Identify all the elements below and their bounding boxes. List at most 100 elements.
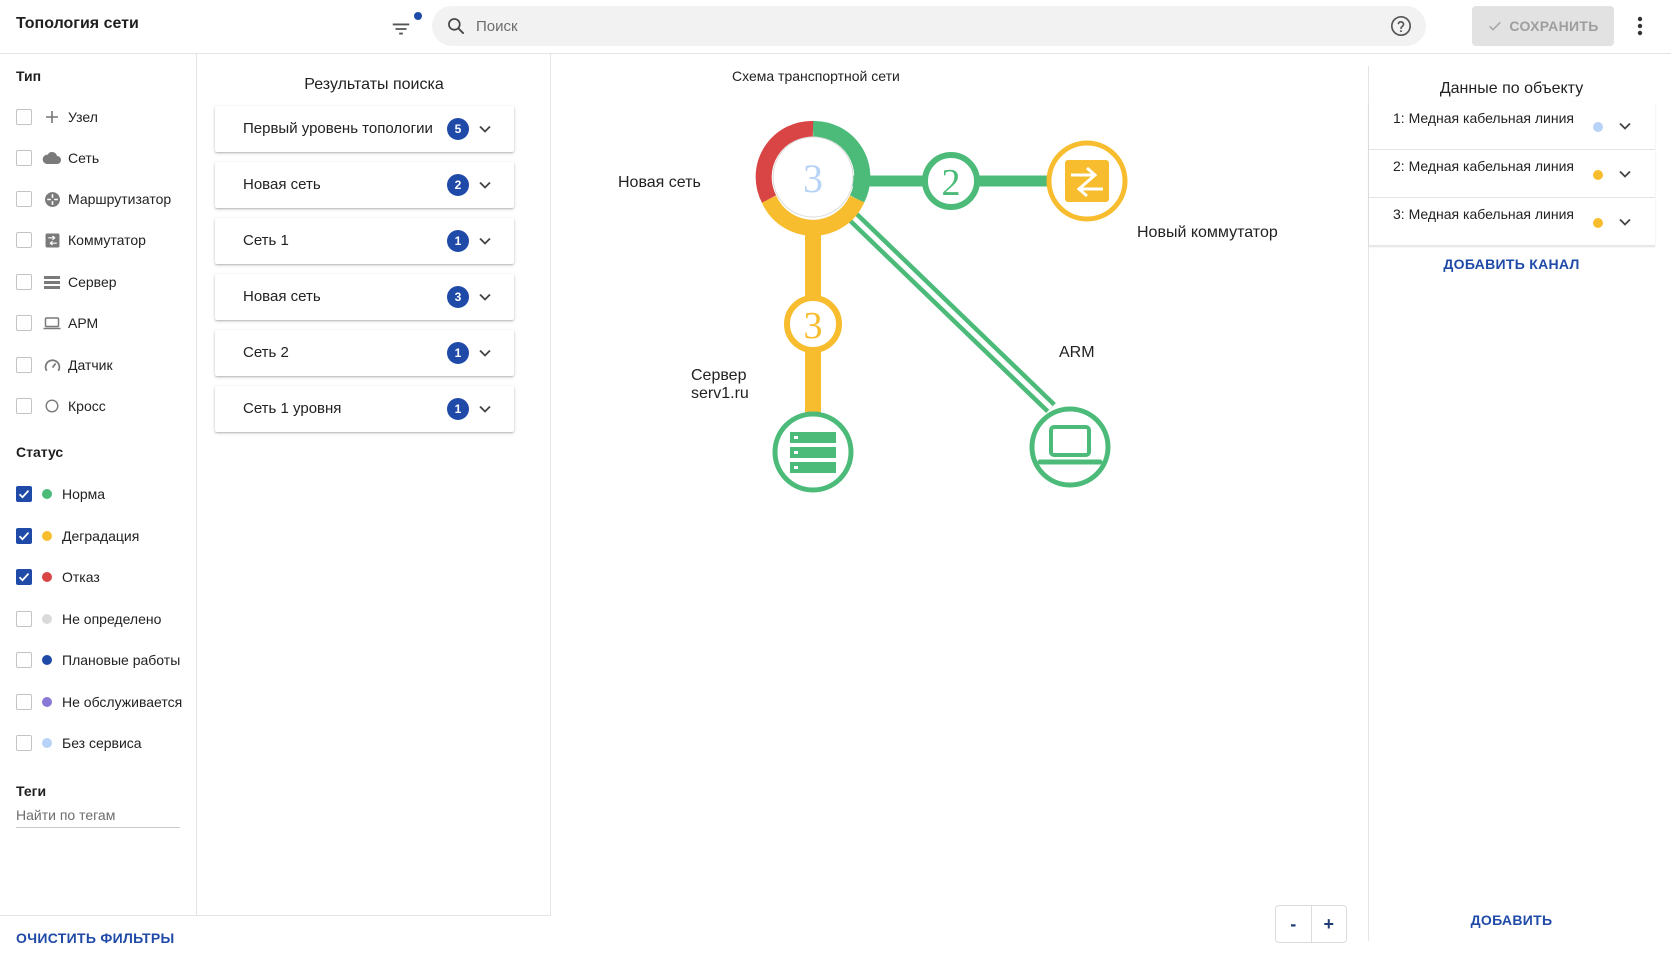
result-item[interactable]: Новая сеть 2 — [215, 162, 514, 208]
chevron-down-icon[interactable] — [477, 121, 493, 137]
type-section-title: Тип — [16, 68, 42, 84]
checkbox[interactable] — [16, 735, 32, 751]
cloud-icon — [42, 149, 62, 167]
checkbox[interactable] — [16, 398, 32, 414]
checkbox[interactable] — [16, 274, 32, 290]
network-hub-node[interactable]: 3 — [755, 121, 871, 236]
more-vert-icon[interactable] — [1630, 14, 1650, 38]
result-count-badge: 2 — [447, 174, 469, 196]
type-filter-server[interactable]: Сервер — [16, 270, 117, 294]
status-filter-degradation[interactable]: Деградация — [16, 524, 139, 548]
checkbox-checked[interactable] — [16, 528, 32, 544]
circle-icon — [42, 397, 62, 415]
result-item[interactable]: Сеть 1 уровня 1 — [215, 386, 514, 432]
filter-active-indicator — [414, 12, 422, 20]
result-item[interactable]: Первый уровень топологии 5 — [215, 106, 514, 152]
status-filter-failure[interactable]: Отказ — [16, 565, 100, 589]
type-filter-node[interactable]: Узел — [16, 105, 98, 129]
search-results-panel: Результаты поиска Первый уровень тополог… — [197, 54, 551, 915]
filter-button[interactable] — [390, 12, 422, 42]
link-hub-arm[interactable] — [847, 210, 1056, 414]
type-filter-workstation[interactable]: АРМ — [16, 311, 98, 335]
status-filter-label: Не обслуживается — [62, 694, 183, 710]
chevron-down-icon[interactable] — [477, 289, 493, 305]
checkbox[interactable] — [16, 315, 32, 331]
channel-list-item[interactable]: 3: Медная кабельная линия — [1369, 198, 1655, 246]
result-item[interactable]: Сеть 2 1 — [215, 330, 514, 376]
check-icon — [18, 489, 30, 499]
topology-canvas[interactable]: 3 2 3 — [551, 54, 1368, 961]
type-filter-router[interactable]: Маршрутизатор — [16, 187, 171, 211]
checkbox-checked[interactable] — [16, 569, 32, 585]
save-button[interactable]: СОХРАНИТЬ — [1472, 6, 1614, 46]
status-filter-unserviced[interactable]: Не обслуживается — [16, 690, 182, 714]
status-filter-normal[interactable]: Норма — [16, 482, 105, 506]
status-filter-label: Деградация — [62, 528, 140, 544]
tags-search-input[interactable] — [16, 802, 180, 828]
channel-node-3[interactable]: 3 — [784, 295, 842, 353]
chevron-down-icon[interactable] — [1617, 214, 1633, 230]
channel-label: 1: Медная кабельная линия — [1393, 110, 1574, 126]
checkbox[interactable] — [16, 652, 32, 668]
result-label: Новая сеть — [243, 176, 321, 193]
checkbox[interactable] — [16, 357, 32, 373]
check-icon — [18, 531, 30, 541]
chevron-down-icon[interactable] — [477, 233, 493, 249]
save-button-label: СОХРАНИТЬ — [1509, 18, 1599, 34]
chevron-down-icon[interactable] — [477, 401, 493, 417]
add-button[interactable]: ДОБАВИТЬ — [1369, 912, 1654, 928]
type-filter-network[interactable]: Сеть — [16, 146, 99, 170]
object-panel-title: Данные по объекту — [1439, 80, 1584, 97]
channel-list-item[interactable]: 2: Медная кабельная линия — [1369, 150, 1655, 198]
switch-icon — [42, 231, 62, 249]
type-filter-sensor[interactable]: Датчик — [16, 353, 113, 377]
checkbox[interactable] — [16, 150, 32, 166]
zoom-out-button[interactable]: - — [1276, 906, 1311, 942]
result-item[interactable]: Новая сеть 3 — [215, 274, 514, 320]
router-icon — [42, 190, 62, 208]
arm-node[interactable] — [1029, 406, 1111, 488]
checkbox[interactable] — [16, 694, 32, 710]
switch-node[interactable] — [1046, 140, 1128, 222]
result-count-badge: 1 — [447, 230, 469, 252]
clear-filters-button[interactable]: ОЧИСТИТЬ ФИЛЬТРЫ — [16, 930, 175, 946]
network-schema-panel: 3 2 3 — [551, 54, 1368, 961]
checkbox[interactable] — [16, 611, 32, 627]
type-filter-cross[interactable]: Кросс — [16, 394, 106, 418]
channel-2-count: 2 — [942, 162, 961, 204]
status-filter-maintenance[interactable]: Плановые работы — [16, 648, 180, 672]
chevron-down-icon[interactable] — [477, 177, 493, 193]
result-item[interactable]: Сеть 1 1 — [215, 218, 514, 264]
chevron-down-icon[interactable] — [477, 345, 493, 361]
status-filter-label: Норма — [62, 486, 106, 502]
help-icon[interactable] — [1390, 15, 1412, 37]
status-filter-undefined[interactable]: Не определено — [16, 607, 161, 631]
search-input[interactable] — [476, 6, 1356, 46]
add-channel-button[interactable]: ДОБАВИТЬ КАНАЛ — [1369, 256, 1654, 272]
result-label: Первый уровень топологии — [243, 120, 433, 137]
status-dot — [42, 738, 52, 748]
status-section-title: Статус — [16, 444, 64, 460]
server-node-name: Сервер — [691, 367, 747, 384]
result-label: Сеть 1 уровня — [243, 400, 342, 417]
status-filter-label: Не определено — [62, 611, 162, 627]
checkbox[interactable] — [16, 109, 32, 125]
checkbox[interactable] — [16, 232, 32, 248]
results-title: Результаты поиска — [304, 76, 444, 93]
channel-node-2[interactable]: 2 — [922, 152, 980, 210]
status-dot — [42, 489, 52, 499]
status-dot — [42, 531, 52, 541]
type-filter-switch[interactable]: Коммутатор — [16, 228, 146, 252]
chevron-down-icon[interactable] — [1617, 118, 1633, 134]
chevron-down-icon[interactable] — [1617, 166, 1633, 182]
status-dot — [42, 572, 52, 582]
network-node-label: Новая сеть — [618, 174, 701, 191]
zoom-in-button[interactable]: + — [1312, 906, 1347, 942]
status-filter-no-service[interactable]: Без сервиса — [16, 731, 142, 755]
checkbox-checked[interactable] — [16, 486, 32, 502]
checkbox[interactable] — [16, 191, 32, 207]
status-dot — [1593, 218, 1603, 228]
channel-list-item[interactable]: 1: Медная кабельная линия — [1369, 102, 1655, 150]
plus-icon — [42, 108, 62, 126]
server-node[interactable] — [772, 411, 854, 493]
